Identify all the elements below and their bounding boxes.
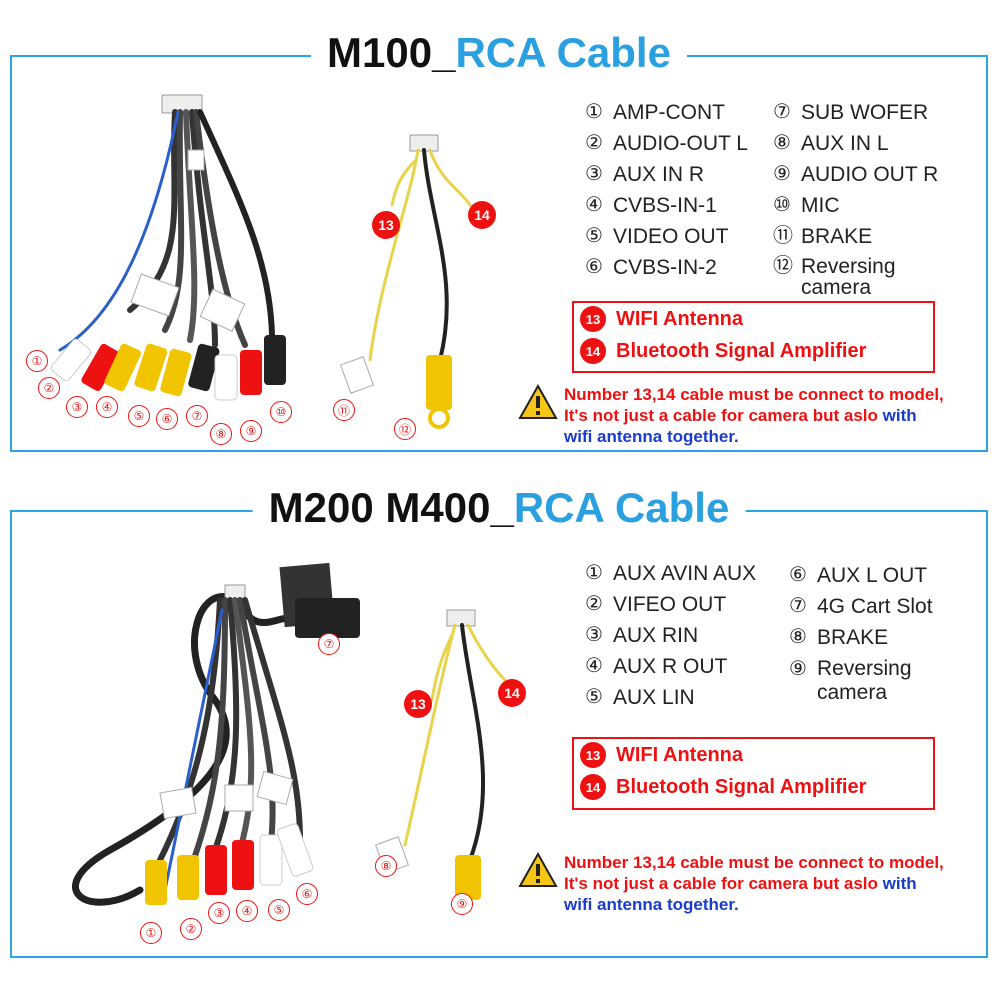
m200-m400-panel: M200 M400_RCA Cable	[10, 484, 988, 958]
m100-pin-label: ②	[38, 377, 60, 399]
m200-camera-rca	[455, 855, 481, 900]
m100-title-model: M100_	[327, 29, 456, 76]
m100-pin-label: ⑦	[186, 405, 208, 427]
m100-panel: M100_RCA Cable	[10, 29, 988, 452]
m100-pin-label: ④	[96, 396, 118, 418]
m200-pin-label: ⑦	[318, 633, 340, 655]
sim-slot-bottom	[295, 598, 360, 638]
warning-icon	[518, 852, 558, 887]
m100-rca-plugs	[50, 335, 286, 401]
m200-pin-label: ⑥	[296, 883, 318, 905]
m200-badge-13: 13	[404, 690, 432, 718]
m100-pin-label: ①	[26, 350, 48, 372]
m100-title-cable: RCA Cable	[455, 29, 671, 76]
m100-pin-label: ⑧	[210, 423, 232, 445]
m100-pin-label: ⑤	[128, 405, 150, 427]
m200-warning: Number 13,14 cable must be connect to mo…	[518, 852, 949, 915]
m100-pin-label: ⑩	[270, 401, 292, 423]
m200-pin-label: ②	[180, 918, 202, 940]
m100-pin-label: ⑫	[394, 418, 416, 440]
m100-title: M100_RCA Cable	[311, 29, 687, 77]
m200-pin-label: ⑨	[451, 893, 473, 915]
m100-pin-label: ③	[66, 396, 88, 418]
m100-badge-13: 13	[372, 211, 400, 239]
m200-pin-label: ④	[236, 900, 258, 922]
m200-pin-label: ①	[140, 922, 162, 944]
m200-rca-plugs	[145, 823, 314, 905]
m100-pin-label: ⑪	[333, 399, 355, 421]
m200-title: M200 M400_RCA Cable	[252, 484, 746, 532]
m200-pin-label: ⑧	[375, 855, 397, 877]
m200-badge-14: 14	[498, 679, 526, 707]
m200-pin-label: ⑤	[268, 899, 290, 921]
m100-cable-illustration	[50, 94, 472, 429]
m100-camera-rca	[426, 355, 452, 410]
m200-pin-label: ③	[208, 902, 230, 924]
m100-pin-label: ⑥	[156, 408, 178, 430]
m200-title-cable: RCA Cable	[513, 484, 730, 531]
warning-icon	[518, 384, 558, 419]
m100-badge-14: 14	[468, 201, 496, 229]
m200-title-model: M200 M400_	[268, 484, 514, 531]
m100-warning: Number 13,14 cable must be connect to mo…	[518, 384, 949, 447]
m100-pin-label: ⑨	[240, 420, 262, 442]
